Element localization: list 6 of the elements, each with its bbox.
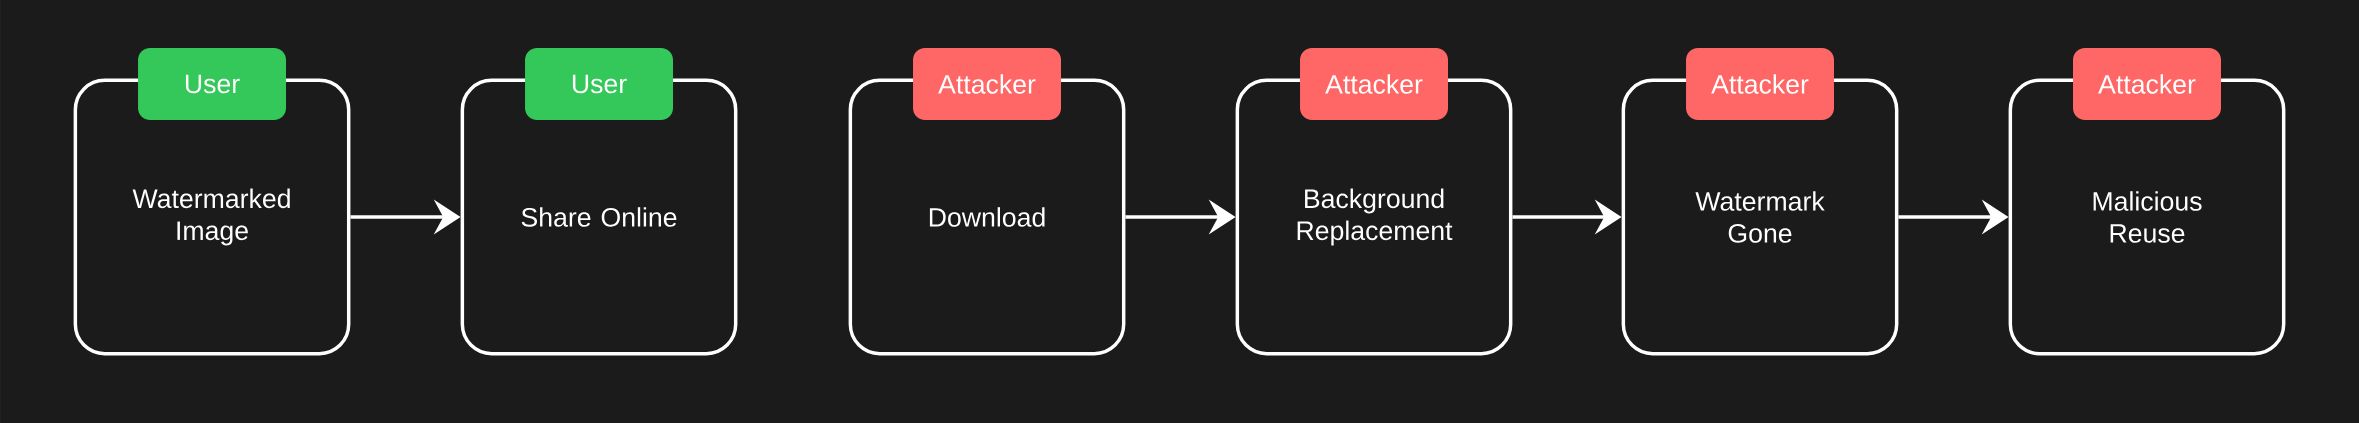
role-badge: Attacker — [913, 48, 1061, 120]
role-badge: Attacker — [1686, 48, 1834, 120]
role-badge: User — [525, 48, 673, 120]
role-badge: Attacker — [2073, 48, 2221, 120]
role-badge: Attacker — [1300, 48, 1448, 120]
role-badge: User — [138, 48, 287, 120]
